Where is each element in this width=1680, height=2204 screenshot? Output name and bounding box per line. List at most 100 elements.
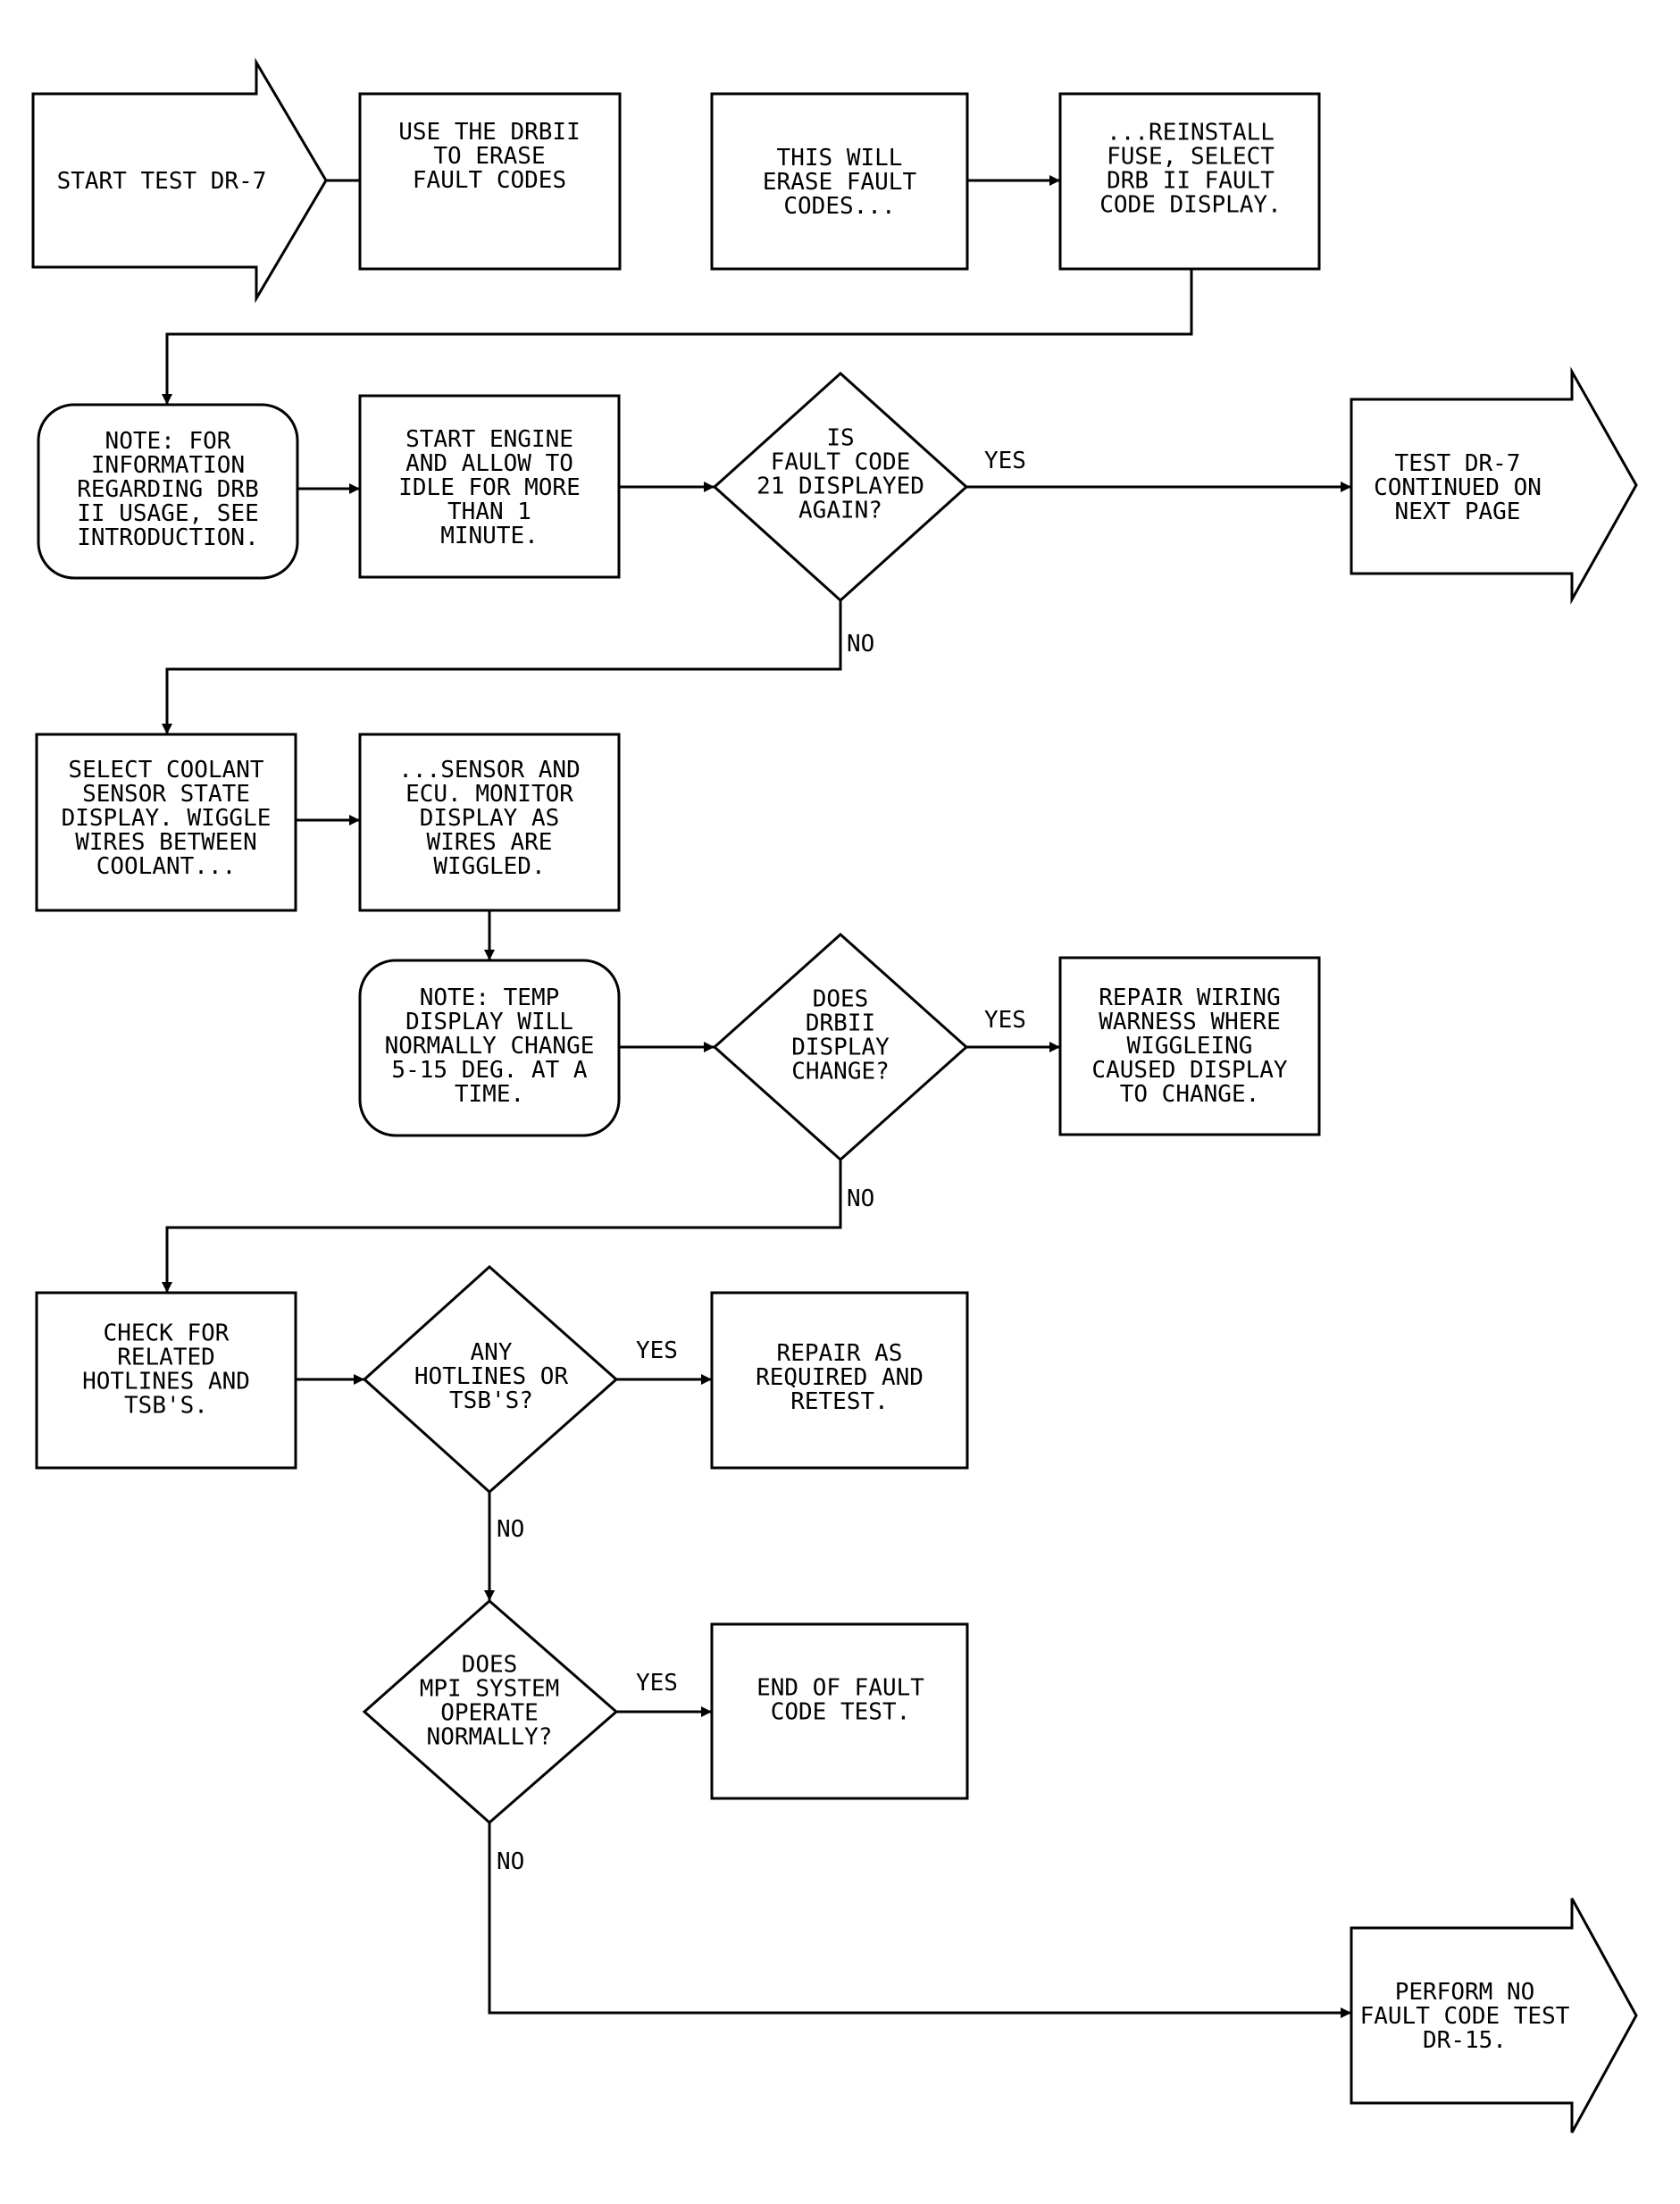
label-line: FAULT CODE — [771, 449, 911, 476]
label-line: REPAIR AS — [777, 1340, 903, 1367]
label-line: DISPLAY AS — [420, 805, 560, 832]
label-line: INTRODUCTION. — [77, 524, 259, 551]
label-line: CODE DISPLAY. — [1099, 192, 1282, 219]
label-line: ANY — [471, 1339, 513, 1366]
connector-drbii-no — [162, 1160, 842, 1293]
label-line: II USAGE, SEE — [77, 500, 259, 527]
label-line: REPAIR WIRING — [1099, 985, 1281, 1011]
label-line: TEST DR-7 — [1395, 450, 1521, 477]
label-line: FAULT CODE TEST — [1360, 2003, 1570, 2030]
label-line: TSB'S? — [449, 1387, 533, 1414]
continued-next-page-arrow — [1350, 366, 1638, 605]
label-line: DOES — [462, 1652, 518, 1679]
repair-as-required-box — [710, 1291, 969, 1470]
label-line: CAUSED DISPLAY — [1091, 1057, 1287, 1084]
connector-mpi-no — [488, 1823, 1351, 2018]
label-line: TSB'S. — [124, 1393, 208, 1420]
label-yes-hotlines: YES — [636, 1337, 678, 1364]
label-line: CONTINUED ON — [1374, 474, 1542, 501]
label-line: END OF FAULT — [756, 1675, 924, 1702]
label-line: ...SENSOR AND — [398, 757, 581, 784]
label-line: WIGGLED. — [433, 853, 545, 880]
label-line: DISPLAY. WIGGLE — [62, 805, 272, 832]
start-test-arrow — [31, 57, 328, 304]
label-line: NOTE: FOR — [105, 428, 231, 455]
label-line: HOTLINES OR — [414, 1363, 569, 1390]
label-line: START ENGINE — [405, 426, 573, 453]
label-line: COOLANT... — [96, 853, 237, 880]
end-test-box — [710, 1622, 969, 1800]
label-line: DR-15. — [1423, 2027, 1507, 2054]
label-line: TIME. — [455, 1081, 524, 1108]
label-line: CODES... — [783, 193, 895, 220]
label-no-code21: NO — [847, 631, 874, 658]
label-line: NORMALLY CHANGE — [385, 1033, 595, 1060]
label-line: FAULT CODES — [413, 167, 566, 194]
sensor-ecu-box — [358, 733, 621, 912]
start-engine-box — [358, 394, 621, 579]
perform-no-fault-arrow — [1350, 1898, 1638, 2133]
label-line: IS — [826, 425, 854, 452]
label-line: NOTE: TEMP — [420, 985, 560, 1011]
label-yes-code21: YES — [984, 448, 1026, 474]
use-drbii-box — [358, 92, 622, 271]
label-line: SENSOR STATE — [82, 781, 250, 808]
reinstall-fuse-box — [1058, 92, 1321, 271]
label-line: 21 DISPLAYED — [756, 473, 924, 500]
label-line: RETEST. — [790, 1388, 889, 1415]
label-line: DRBII — [806, 1010, 875, 1037]
label-no-mpi: NO — [497, 1848, 524, 1875]
label-yes-mpi: YES — [636, 1670, 678, 1697]
label-line: INFORMATION — [91, 452, 245, 479]
label-line: ERASE FAULT — [763, 169, 917, 196]
this-will-erase-box — [710, 92, 969, 271]
label-line: MPI SYSTEM — [420, 1676, 560, 1703]
connector-reinstall-to-note — [162, 269, 1193, 405]
label-line: REGARDING DRB — [77, 476, 259, 503]
label-line: CHECK FOR — [104, 1320, 230, 1347]
label-line: START TEST DR-7 — [57, 168, 267, 195]
label-line: AND ALLOW TO — [405, 450, 573, 477]
label-line: DRB II FAULT — [1107, 168, 1275, 195]
label-line: TO ERASE — [433, 143, 545, 170]
repair-wiring-box — [1058, 956, 1321, 1136]
label-line: THIS WILL — [777, 145, 903, 172]
label-line: NEXT PAGE — [1395, 499, 1521, 525]
label-line: DISPLAY — [791, 1035, 890, 1061]
label-yes-drbii: YES — [984, 1007, 1026, 1034]
label-no-hotlines: NO — [497, 1516, 524, 1543]
label-line: THAN 1 — [447, 499, 531, 525]
label-line: CODE TEST. — [771, 1699, 911, 1726]
label-line: ...REINSTALL — [1107, 120, 1275, 147]
label-line: WIRES BETWEEN — [75, 829, 257, 856]
label-no-drbii: NO — [847, 1186, 874, 1212]
label-line: MINUTE. — [440, 523, 539, 549]
label-line: REQUIRED AND — [756, 1364, 924, 1391]
label-line: OPERATE — [440, 1700, 539, 1727]
label-line: 5-15 DEG. AT A — [391, 1057, 587, 1084]
label-line: PERFORM NO — [1395, 1979, 1535, 2006]
label-line: WARNESS WHERE — [1099, 1009, 1281, 1035]
label-line: WIGGLEING — [1127, 1033, 1253, 1060]
label-line: DOES — [813, 986, 869, 1013]
label-line: TO CHANGE. — [1120, 1081, 1260, 1108]
label-line: DISPLAY WILL — [405, 1009, 573, 1035]
label-line: USE THE DRBII — [398, 119, 581, 146]
